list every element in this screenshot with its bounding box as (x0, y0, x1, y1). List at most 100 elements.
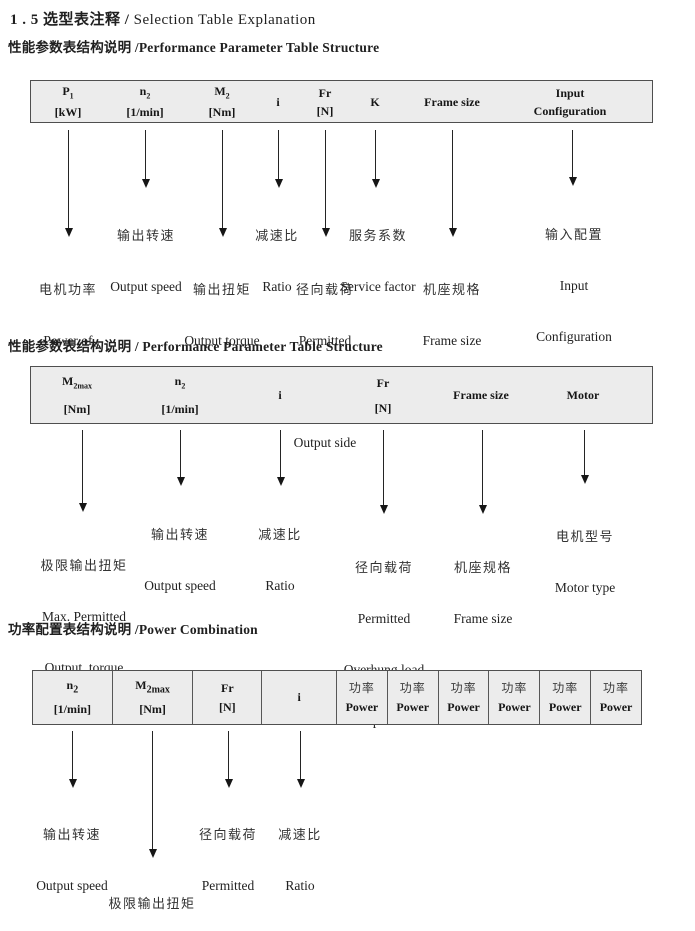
arrow-m2max-down (78, 430, 87, 512)
symbol: Fr (376, 375, 390, 390)
unit: [N] (316, 103, 334, 118)
symbol: M2max (135, 678, 170, 696)
section1-heading: 性能参数表结构说明 /Performance Parameter Table S… (8, 40, 380, 55)
section3-heading: 功率配置表结构说明 /Power Combination (8, 622, 258, 637)
arrow-frame-size-down (448, 130, 457, 237)
col-header-m2: M2 [Nm] (209, 80, 236, 123)
symbol: P1 (62, 84, 74, 101)
unit: [1/min] (53, 701, 92, 716)
col-header-fr: Fr [N] (317, 80, 334, 123)
col-header-i: i (261, 671, 336, 724)
perf-table-2 (30, 366, 653, 424)
symbol: Input (555, 85, 585, 100)
arrow-i-down (274, 130, 283, 188)
col-header-p1: P1 [kW] (55, 80, 82, 123)
subscript: 2 (181, 381, 186, 391)
arrow-m2max-down (148, 731, 157, 858)
label-service-factor: 服务系数 Service factor (340, 228, 416, 294)
symbol: K (370, 94, 380, 109)
unit: [Nm] (63, 401, 91, 416)
arrow-input-configuration-down (568, 130, 577, 186)
arrow-n2-down (68, 731, 77, 788)
label-overhung-load: 径向载荷 Permitted Overhung load Output side (188, 827, 269, 931)
section2-heading: 性能参数表结构说明 / Performance Parameter Table … (8, 339, 383, 354)
arrow-n2-down (176, 430, 185, 486)
arrow-frame-size-down (478, 430, 487, 514)
col-header-power-2: 功率 Power (386, 671, 438, 724)
unit: [N] (374, 400, 392, 415)
subscript: 2 (225, 91, 230, 101)
symbol: i (297, 690, 301, 704)
symbol: n2 (174, 374, 186, 391)
col-header-i: i (276, 80, 279, 123)
subscript: 2 (73, 684, 79, 696)
col-header-n2: n2 [1/min] (126, 80, 163, 123)
col-header-power-6: 功率 Power (590, 671, 641, 724)
perf-table-1 (30, 80, 653, 123)
col-header-k: K (370, 80, 379, 123)
unit: [Nm] (139, 701, 166, 716)
symbol: Motor (566, 388, 600, 402)
label-frame-size: 机座规格 Frame size (453, 560, 513, 626)
label-output-speed: 输出转速 Output speed (144, 527, 216, 593)
label-max-output-torque: 极限输出扭矩 Max. Permitted Output torque (40, 558, 128, 675)
symbol: n2 (139, 84, 151, 101)
col-header-n2: n2 [1/min] (33, 671, 112, 724)
arrow-n2-down (141, 130, 150, 188)
col-header-power-4: 功率 Power (488, 671, 539, 724)
symbol: Frame size (424, 94, 480, 109)
label-ratio: 减速比 Ratio (255, 228, 299, 294)
unit: [kW] (54, 104, 82, 119)
unit: [1/min] (126, 104, 164, 119)
col-header-fr: Fr [N] (192, 671, 261, 724)
col-header-input-configuration: Input Configuration (534, 80, 607, 123)
symbol: Configuration (533, 103, 607, 118)
subscript: 1 (69, 91, 74, 101)
symbol: i (278, 388, 282, 402)
col-header-fr: Fr [N] (375, 366, 392, 424)
subscript: 2 (146, 91, 151, 101)
symbol: i (276, 94, 280, 109)
arrow-m2-down (218, 130, 227, 237)
arrow-i-down (276, 430, 285, 486)
unit: [N] (219, 699, 236, 714)
symbol: Frame size (453, 388, 509, 402)
symbol: Fr (221, 680, 234, 695)
label-output-speed: 输出转速 Output speed (110, 228, 182, 294)
power-combination-table: n2 [1/min] M2max [Nm] Fr [N] i 功率 Power … (32, 670, 642, 725)
label-overhung-load: 径向载荷 Permitted Overhung load Output side (344, 560, 425, 728)
symbol: M2 (214, 84, 230, 101)
symbol: M2max (62, 374, 92, 391)
arrow-fr-down (321, 130, 330, 237)
label-input-configuration: 输入配置 Input Configuration (536, 227, 612, 344)
unit: [1/min] (161, 401, 199, 416)
col-header-i: i (278, 366, 281, 424)
col-header-m2max: M2max [Nm] (111, 671, 193, 724)
symbol: n2 (66, 678, 79, 696)
col-header-power-5: 功率 Power (539, 671, 590, 724)
arrow-motor-down (580, 430, 589, 484)
subscript: 2max (146, 684, 170, 696)
page-title-zh: 1 . 5 选型表注释 / (10, 12, 134, 28)
subscript: 2max (73, 381, 92, 391)
unit: [Nm] (208, 104, 236, 119)
label-ratio: 减速比 Ratio (258, 527, 302, 593)
arrow-i-down (296, 731, 305, 788)
col-header-m2max: M2max [Nm] (62, 366, 92, 424)
label-frame-size: 机座规格 Frame size (422, 282, 482, 348)
arrow-k-down (371, 130, 380, 188)
col-header-power-3: 功率 Power (437, 671, 489, 724)
label-max-output-torque: 极限输出扭矩 Max. Permitted Output torque (108, 896, 196, 911)
symbol: Fr (318, 85, 332, 100)
col-header-frame-size: Frame size (453, 366, 509, 424)
page-title: 1 . 5 选型表注释 / Selection Table Explanatio… (10, 8, 316, 29)
col-header-n2: n2 [1/min] (161, 366, 198, 424)
arrow-fr-down (379, 430, 388, 514)
arrow-p1-down (64, 130, 73, 237)
label-motor-type: 电机型号 Motor type (554, 529, 616, 595)
page-title-en: Selection Table Explanation (133, 12, 316, 28)
label-ratio: 减速比 Ratio (278, 827, 322, 893)
col-header-power-1: 功率 Power (336, 671, 387, 724)
col-header-frame-size: Frame size (424, 80, 480, 123)
